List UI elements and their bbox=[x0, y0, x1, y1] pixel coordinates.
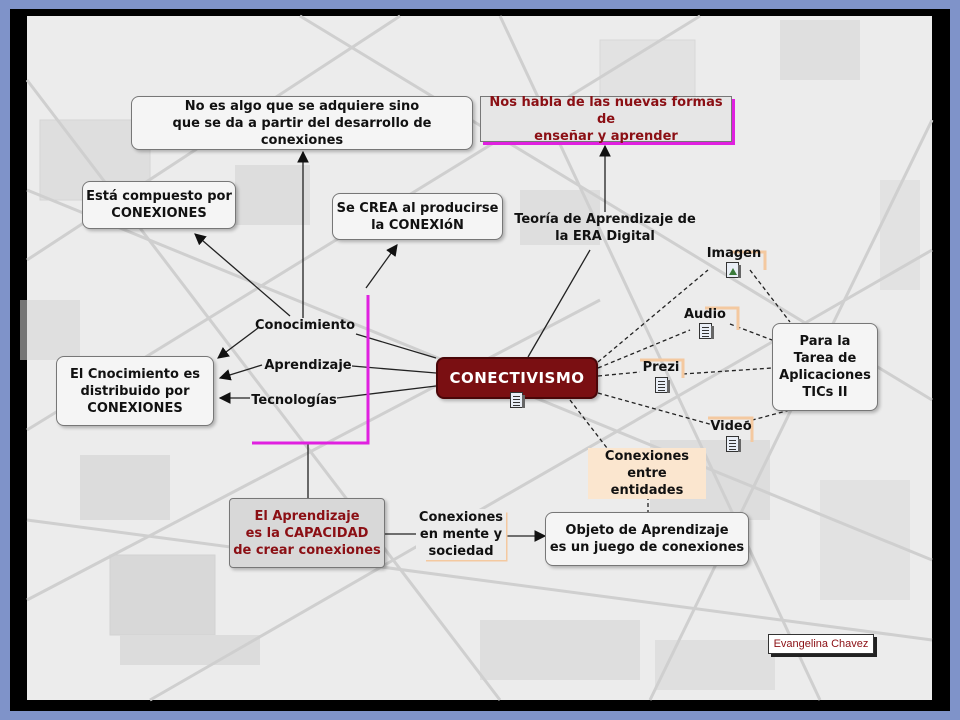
document-icon[interactable] bbox=[726, 436, 741, 452]
link-conectivismo-aprendizaje bbox=[351, 365, 437, 374]
node-no-es-algo[interactable]: No es algo que se adquiere sino que se d… bbox=[131, 96, 473, 150]
document-icon[interactable] bbox=[699, 323, 714, 339]
label-tecnologias: Tecnologías bbox=[251, 393, 337, 408]
document-icon[interactable] bbox=[510, 392, 525, 408]
node-esta-compuesto[interactable]: Está compuesto por CONEXIONES bbox=[82, 181, 236, 229]
label-aprendizaje: Aprendizaje bbox=[264, 358, 352, 373]
label-conocimiento: Conocimiento bbox=[254, 318, 356, 333]
magenta-bracket bbox=[252, 295, 370, 445]
author-signature: Evangelina Chavez bbox=[768, 634, 874, 654]
label-imagen[interactable]: Imagen bbox=[706, 246, 762, 261]
label-prezi[interactable]: Prezi bbox=[642, 360, 680, 375]
link-conocimiento-secrea bbox=[365, 244, 398, 289]
node-aprendizaje-capacidad[interactable]: El Aprendizaje es la CAPACIDAD de crear … bbox=[229, 498, 385, 568]
label-audio[interactable]: Audio bbox=[683, 307, 726, 322]
node-nos-habla[interactable]: Nos habla de las nuevas formas de enseña… bbox=[480, 95, 732, 144]
link-aprendizaje-distribuido bbox=[218, 364, 263, 381]
document-icon[interactable] bbox=[655, 377, 670, 393]
node-para-la-tarea[interactable]: Para la Tarea de Aplicaciones TICs II bbox=[772, 323, 878, 411]
link-conectivismo-teoria bbox=[527, 249, 591, 358]
image-icon[interactable] bbox=[726, 262, 741, 278]
label-teoria: Teoría de Aprendizaje de la ERA Digital bbox=[514, 212, 696, 244]
label-conexiones-mente: Conexiones en mente y sociedad bbox=[416, 509, 506, 560]
link-conocimiento-compuesto bbox=[194, 233, 291, 317]
link-conectivismo-tecnologias bbox=[336, 385, 437, 399]
label-video[interactable]: Video bbox=[710, 419, 752, 434]
node-se-crea[interactable]: Se CREA al producirse la CONEXIóN bbox=[332, 193, 503, 240]
label-conexiones-entidades: Conexiones entre entidades bbox=[588, 448, 706, 499]
node-objeto-aprendizaje[interactable]: Objeto de Aprendizaje es un juego de con… bbox=[545, 512, 749, 566]
node-distribuido[interactable]: El Cnocimiento es distribuido por CONEXI… bbox=[56, 356, 214, 426]
link-conocimiento-distribuido bbox=[217, 327, 259, 359]
